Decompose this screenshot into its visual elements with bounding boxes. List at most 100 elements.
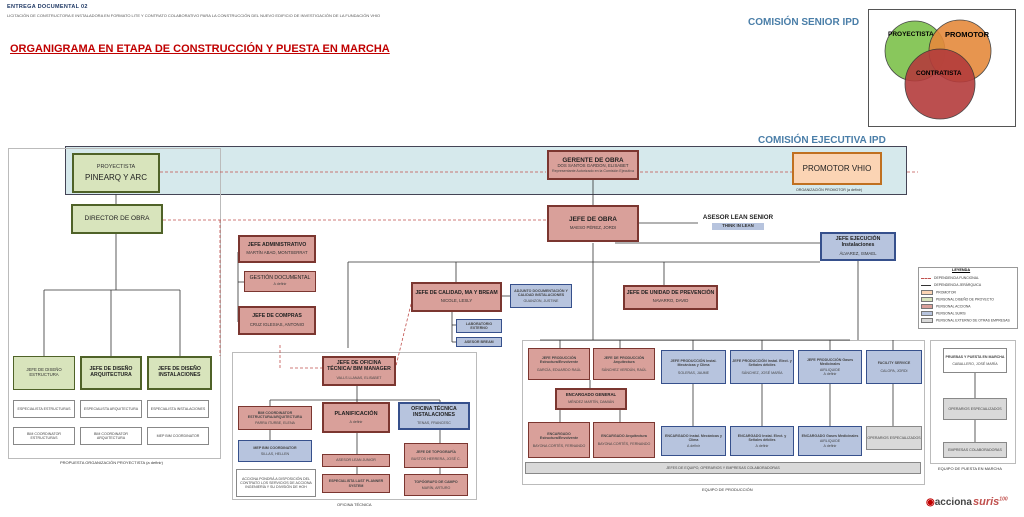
last-planner-title: ESPECIALISTA LAST PLANNER SYSTEM: [328, 479, 384, 488]
asesor-lean-box[interactable]: ASESOR LEAN SENIOR THINK IN LEAN: [698, 210, 778, 234]
topografo-campo-box[interactable]: TOPÓGRAFO DE CAMPO MARÍN, ARTURO: [404, 474, 468, 496]
operarios-esp-title: OPERARIOS ESPECIALIZADOS: [867, 435, 921, 440]
operarios-puesta-title: OPERARIOS ESPECIALIZADOS: [948, 406, 1002, 411]
produccion-caption: EQUIPO DE PRODUCCIÓN: [702, 487, 753, 492]
facility-service-box[interactable]: FACILITY SERVICE CALOPA, JORDI: [866, 350, 922, 384]
enc-mecanicas-name: A definir: [687, 444, 700, 449]
proyectista-name: PINEARQ Y ARC: [85, 173, 147, 183]
jefes-equipo-bar[interactable]: JEFES DE EQUIPO, OPERARIOS Y EMPRESAS CO…: [525, 462, 921, 474]
especialista-estructuras-box[interactable]: ESPECIALISTA ESTRUCTURAS: [13, 400, 75, 418]
acciona-servicios-box: ACCIONA PONDRÁ A DISPOSICIÓN DEL CONTRAT…: [236, 469, 316, 497]
jp-estructura-title: JEFE PRODUCCIÓN Estructura/Envolvente: [539, 356, 579, 365]
jefe-ejecucion-box[interactable]: JEFE EJECUCIÓN Instalaciones ÁLVAREZ, IS…: [820, 232, 896, 261]
especialista-arquitectura-label: ESPECIALISTA ARQUITECTURA: [83, 406, 139, 411]
planificacion-box[interactable]: PLANIFICACIÓN A definir: [322, 402, 390, 433]
laboratorio-box[interactable]: LABORATORIO EXTERNO: [456, 319, 502, 333]
adjunto-title: ADJUNTO DOCUMENTACIÓN Y CALIDAD INSTALAC…: [514, 288, 568, 297]
venn-label-promotor: PROMOTOR: [945, 30, 990, 39]
operarios-puesta-box[interactable]: OPERARIOS ESPECIALIZADOS: [943, 398, 1007, 420]
gestion-doc-title: GESTIÓN DOCUMENTAL: [249, 275, 311, 282]
jp-mecanicas-name: SOLERAS, JAUME: [677, 370, 710, 375]
planificacion-title: PLANIFICACIÓN: [334, 410, 378, 417]
puesta-marcha-caption: EQUIPO DE PUESTA EN MARCHA: [938, 466, 1002, 471]
jefe-obra-name: MAESO PÉREZ, JORDI: [569, 224, 617, 230]
jefe-oficina-tecnica-box[interactable]: JEFE DE OFICINA TÉCNICA/ BIM MANAGER VAL…: [322, 356, 396, 386]
jefe-produccion-gases-box[interactable]: JEFE PRODUCCIÓN Gases Medicinales AIRLIQ…: [798, 350, 862, 384]
puesta-marcha-frame: [930, 340, 1016, 464]
encargado-mecanicas-box[interactable]: ENCARGADO Instal. Mecánicas y Clima A de…: [661, 426, 726, 456]
jefe-produccion-estructura-box[interactable]: JEFE PRODUCCIÓN Estructura/Envolvente GA…: [528, 348, 590, 380]
jp-gases-title: JEFE PRODUCCIÓN Gases Medicinales: [806, 357, 854, 366]
jefe-calidad-title: JEFE DE CALIDAD, MA Y BREAM: [415, 289, 498, 296]
encargado-electricas-box[interactable]: ENCARGADO Instal. Elect. y Señales débil…: [730, 426, 794, 456]
especialista-estructuras-label: ESPECIALISTA ESTRUCTURAS: [17, 406, 71, 411]
asesor-bream-box[interactable]: ASESOR BREAM: [456, 337, 502, 347]
acciona-logo: ◉acciona: [926, 497, 972, 508]
jefe-compras-title: JEFE DE COMPRAS: [252, 312, 302, 319]
enc-mecanicas-title: ENCARGADO Instal. Mecánicas y Clima: [664, 433, 723, 442]
venn-contratista-circle: [904, 48, 976, 120]
mep-oficina-title: MEP BIM COORDINATOR: [253, 445, 297, 450]
especialista-instalaciones-box[interactable]: ESPECIALISTA INSTALACIONES: [147, 400, 209, 418]
adjunto-documentacion-box[interactable]: ADJUNTO DOCUMENTACIÓN Y CALIDAD INSTALAC…: [510, 284, 572, 308]
bim-arquitectura-label: BIM COORDINATOR ARQUITECTURA: [93, 431, 128, 440]
jefe-diseno-instalaciones-box[interactable]: JEFE DE DISEÑO INSTALACIONES: [147, 356, 212, 390]
jefe-produccion-mecanicas-box[interactable]: JEFE PRODUCCIÓN Instal. Mecánicas y Clim…: [661, 350, 726, 384]
encargado-estructura-box[interactable]: ENCARGADO Estructura/Envolvente BAYONA C…: [528, 422, 590, 458]
topografo-name: MARÍN, ARTURO: [421, 486, 451, 490]
director-obra-box[interactable]: DIRECTOR DE OBRA: [71, 204, 163, 234]
gerente-obra-box[interactable]: GERENTE DE OBRA DOS SANTOS GARDON, ELISA…: [547, 150, 639, 180]
legend-title: LEYENDA: [952, 268, 971, 272]
jefe-diseno-arquitectura-box[interactable]: JEFE DE DISEÑO ARQUITECTURA: [80, 356, 142, 390]
legend-suris: PERSONAL SURIS: [921, 311, 966, 316]
asesor-junior-title: ASESOR LEAN JUNIOR: [336, 458, 376, 463]
jefe-obra-box[interactable]: JEFE DE OBRA MAESO PÉREZ, JORDI: [547, 205, 639, 242]
jp-gases-note: A definir: [823, 372, 837, 377]
jefe-obra-title: JEFE DE OBRA: [568, 216, 618, 224]
legend-externo: PERSONAL EXTERNO DE OTRAS EMPRESAS: [921, 318, 1010, 323]
mep-bim-coordinator-box[interactable]: MEP BIM COORDINATOR: [147, 427, 209, 445]
jefe-prevencion-box[interactable]: JEFE DE UNIDAD DE PREVENCIÓN NAVARRO, DA…: [623, 285, 718, 310]
pruebas-name: CABALLERO, JOSÉ MARÍA: [952, 361, 998, 366]
especialista-arquitectura-box[interactable]: ESPECIALISTA ARQUITECTURA: [80, 400, 142, 418]
last-planner-box[interactable]: ESPECIALISTA LAST PLANNER SYSTEM: [322, 474, 390, 493]
gestion-documental-box[interactable]: GESTIÓN DOCUMENTAL A definir: [244, 271, 316, 292]
encargado-general-box[interactable]: ENCARGADO GENERAL MÉNDEZ MARTÍN, DAMIÁN: [555, 388, 627, 410]
pruebas-puesta-marcha-box[interactable]: PRUEBAS Y PUESTA EN MARCHA CABALLERO, JO…: [943, 348, 1007, 373]
pruebas-title: PRUEBAS Y PUESTA EN MARCHA: [945, 355, 1005, 360]
adjunto-name: GUANZON, JUSTINE: [523, 299, 559, 304]
encargado-general-name: MÉNDEZ MARTÍN, DAMIÁN: [568, 400, 614, 405]
promotor-box[interactable]: PROMOTOR VHIO: [792, 152, 882, 185]
operarios-especializados-box[interactable]: OPERARIOS ESPECIALIZADOS: [866, 426, 922, 450]
jefe-oficina-name: VALLS LLANAS, ELISABET: [336, 376, 382, 381]
legend-box: [918, 267, 1018, 329]
empresas-colaboradoras-box[interactable]: EMPRESAS COLABORADORAS: [943, 442, 1007, 458]
jefe-administrativo-box[interactable]: JEFE ADMINISTRATIVO MARTÍN ABAD, MONTSER…: [238, 235, 316, 263]
jefe-produccion-arquitectura-box[interactable]: JEFE DE PRODUCCIÓN Arquitectura SÁNCHEZ …: [593, 348, 655, 380]
encargado-arquitectura-box[interactable]: ENCARGADO Arquitectura BAYONA CORTÉS, FE…: [593, 422, 655, 458]
encargado-gases-box[interactable]: ENCARGADO Gases Medicinales AIRLIQUIDE A…: [798, 426, 862, 456]
mep-bim-coordinator-oficina-box[interactable]: MEP BIM COORDINATOR SILLAS, HELLEN: [238, 440, 312, 462]
proyectista-org-frame: [8, 148, 221, 459]
legend-promotor: PROMOTOR: [921, 290, 956, 295]
jefe-diseno-estructura-box[interactable]: JEFE DE DISEÑO ESTRUCTURA: [13, 356, 75, 390]
jefe-produccion-electricas-box[interactable]: JEFE PRODUCCIÓN Instal. Elect. y Señales…: [730, 350, 794, 384]
proyectista-box[interactable]: PROYECTISTA PINEARQ Y ARC: [72, 153, 160, 193]
jp-electricas-title: JEFE PRODUCCIÓN Instal. Elect. y Señales…: [732, 359, 792, 368]
bim-coordinator-box[interactable]: BIM COORDINATOR ESTRUCTURA/ARQUITECTURA …: [238, 406, 312, 430]
jefe-topografia-box[interactable]: JEFE DE TOPOGRAFÍA BUSTOS HERRERA, JOSÉ …: [404, 443, 468, 468]
senior-venn: [884, 19, 992, 120]
jefe-compras-box[interactable]: JEFE DE COMPRAS CRUZ IGLESIAS, ANTONIO: [238, 306, 316, 335]
asesor-lean-name: THINK IN LEAN: [712, 222, 764, 230]
gerente-note: Representante Autorizado en la Comisión …: [552, 169, 634, 174]
bim-coordinator-estructuras-box[interactable]: BIM COORDINATOR ESTRUCTURAS: [13, 427, 75, 445]
oficina-tecnica-instalaciones-box[interactable]: OFICINA TÉCNICA INSTALACIONES TENAS, FRA…: [398, 402, 470, 430]
facility-title: FACILITY SERVICE: [877, 361, 911, 366]
asesor-lean-junior-box[interactable]: ASESOR LEAN JUNIOR: [322, 454, 390, 467]
page-title: ORGANIGRAMA EN ETAPA DE CONSTRUCCIÓN Y P…: [10, 43, 390, 55]
document-subheader: LICITACIÓN DE CONSTRUCTORA E INSTALADORA…: [7, 13, 381, 18]
bim-coordinator-arquitectura-box[interactable]: BIM COORDINATOR ARQUITECTURA: [80, 427, 142, 445]
acciona-servicios-text: ACCIONA PONDRÁ A DISPOSICIÓN DEL CONTRAT…: [240, 476, 312, 490]
jp-electricas-name: SÁNCHEZ, JOSÉ MARÍA: [741, 370, 783, 375]
jefe-calidad-box[interactable]: JEFE DE CALIDAD, MA Y BREAM NICOLE, LESL…: [411, 282, 502, 312]
